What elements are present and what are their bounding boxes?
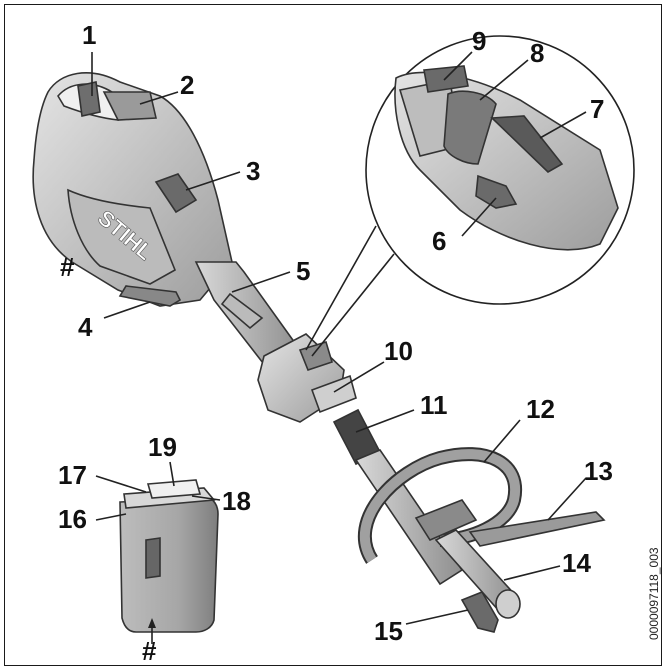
lead-9 xyxy=(443,51,473,81)
callout-3: 3 xyxy=(246,156,260,186)
callout-14: 14 xyxy=(562,548,591,578)
hash-marker-housing: # xyxy=(60,252,75,282)
battery-release-button xyxy=(77,81,157,121)
lead-17 xyxy=(95,475,147,493)
callout-5: 5 xyxy=(296,256,310,286)
lead-18 xyxy=(191,495,221,501)
callout-2: 2 xyxy=(180,70,194,100)
lead-16 xyxy=(95,513,127,521)
callout-4: 4 xyxy=(78,312,93,342)
document-id: 0000097118_003 xyxy=(647,547,661,640)
callout-19: 19 xyxy=(148,432,177,462)
lead-10 xyxy=(333,361,385,393)
power-unit-housing: STIHL xyxy=(32,72,233,307)
lead-13 xyxy=(547,477,587,521)
leader-lines xyxy=(91,51,587,644)
lead-6 xyxy=(461,197,497,237)
lead-15 xyxy=(405,609,469,625)
lead-2 xyxy=(139,91,179,105)
loop-handle xyxy=(358,447,606,619)
callout-18: 18 xyxy=(222,486,251,516)
shaft xyxy=(332,408,464,586)
callout-1: 1 xyxy=(82,20,96,50)
lead-7 xyxy=(539,111,587,139)
callout-15: 15 xyxy=(374,616,403,646)
callout-13: 13 xyxy=(584,456,613,486)
callout-10: 10 xyxy=(384,336,413,366)
callout-labels: 1 2 3 4 5 6 7 8 9 10 11 12 13 14 15 16 1… xyxy=(58,20,613,666)
callout-12: 12 xyxy=(526,394,555,424)
callout-17: 17 xyxy=(58,460,87,490)
lead-11 xyxy=(355,409,415,433)
lead-4 xyxy=(103,301,151,319)
callout-8: 8 xyxy=(530,38,544,68)
callout-7: 7 xyxy=(590,94,604,124)
hanging-eye xyxy=(154,173,198,214)
lead-3 xyxy=(185,171,241,191)
hash-marker-battery: # xyxy=(142,636,157,666)
lead-12 xyxy=(483,419,521,463)
arrow-icon xyxy=(148,618,156,628)
callout-16: 16 xyxy=(58,504,87,534)
callout-11: 11 xyxy=(420,390,448,420)
lead-19 xyxy=(169,461,175,487)
lead-14 xyxy=(503,565,561,581)
callout-6: 6 xyxy=(432,226,446,256)
battery-pack xyxy=(119,479,219,633)
lead-8 xyxy=(479,59,529,101)
wing-screw xyxy=(460,590,499,633)
callout-9: 9 xyxy=(472,26,486,56)
detail-inset xyxy=(305,35,635,357)
lead-5 xyxy=(231,271,291,293)
